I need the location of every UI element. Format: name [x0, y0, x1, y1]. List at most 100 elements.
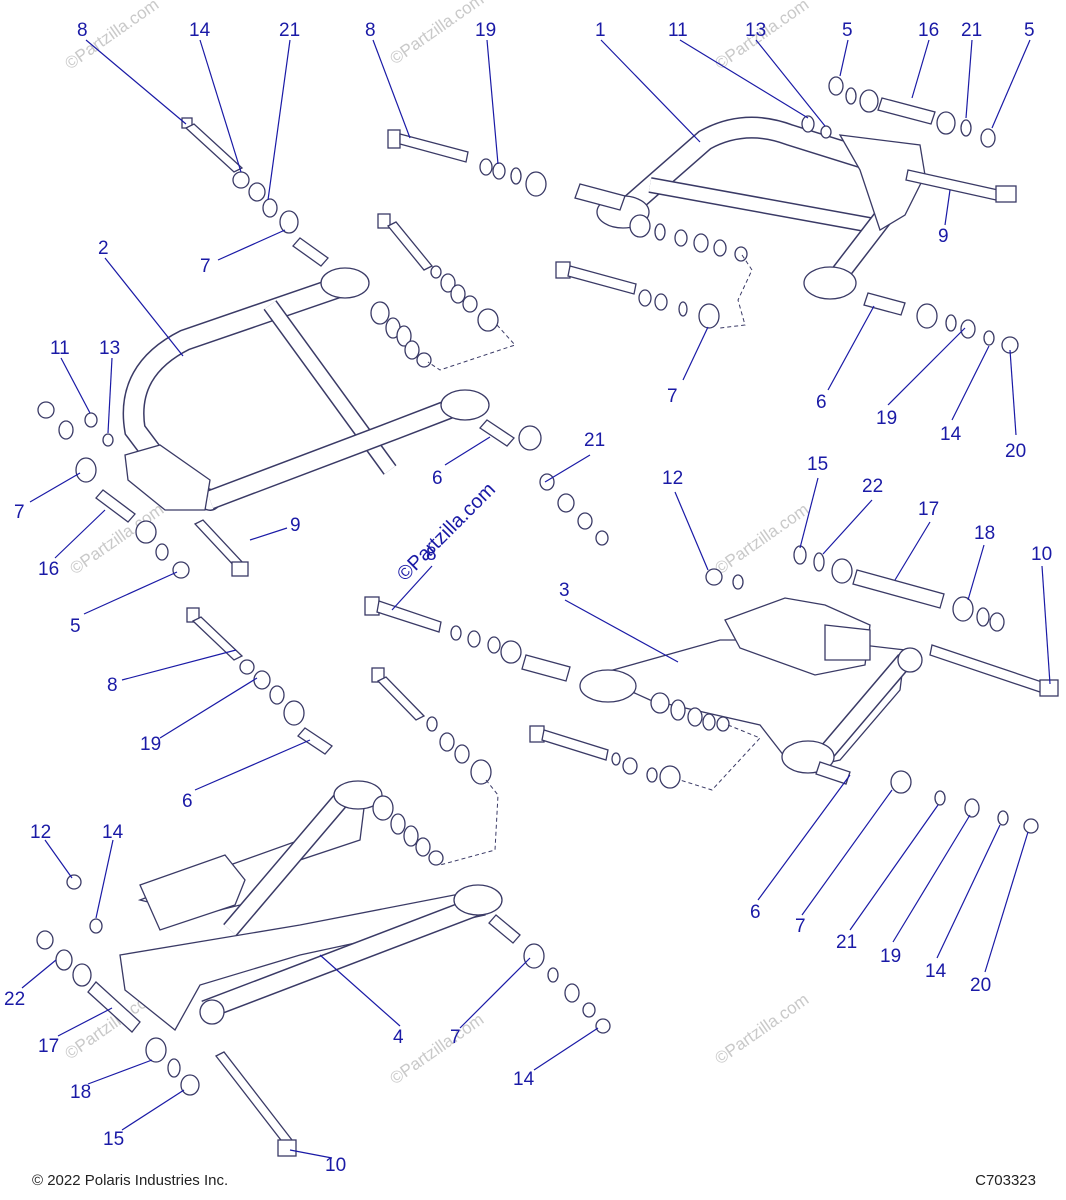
callout-10-right: 10 — [1031, 544, 1052, 565]
callout-7-lower-right: 7 — [795, 916, 806, 937]
leader-lines — [21, 39, 1051, 1159]
sleeve-16-left — [95, 489, 136, 523]
bolt-10-right — [929, 644, 1059, 697]
middle-right-a-arm — [579, 597, 923, 774]
callout-6-upper-right: 6 — [816, 392, 827, 413]
callout-7-left: 7 — [14, 502, 25, 523]
drawing-number: C703323 — [975, 1172, 1036, 1189]
callout-17-middle: 17 — [918, 499, 939, 520]
washers — [36, 76, 1039, 1096]
callout-6-lower-right: 6 — [750, 902, 761, 923]
sleeve-arm3 — [521, 654, 571, 682]
sleeve-6-left — [479, 419, 515, 447]
callout-8-top: 8 — [365, 20, 376, 41]
callout-16-top: 16 — [918, 20, 939, 41]
callout-18-lower: 18 — [70, 1082, 91, 1103]
watermark-8: ©Partzilla.com — [711, 990, 812, 1069]
sleeve-upper — [574, 183, 626, 211]
callout-19-upper-right: 19 — [876, 408, 897, 429]
callout-6-upper-left: 6 — [432, 468, 443, 489]
callout-4: 4 — [393, 1027, 404, 1048]
callout-9-right: 9 — [938, 226, 949, 247]
callout-5-top: 5 — [842, 20, 853, 41]
centerline-3 — [679, 724, 761, 791]
callout-1: 1 — [595, 20, 606, 41]
callout-7-upper-right: 7 — [667, 386, 678, 407]
callout-16-left: 16 — [38, 559, 59, 580]
callout-14-lower-left: 14 — [102, 822, 124, 843]
bolt-arm3-lower — [529, 725, 609, 761]
callout-8-lower: 8 — [107, 675, 118, 696]
callout-20-lower-right: 20 — [970, 975, 991, 996]
callout-14-lower: 14 — [513, 1069, 535, 1090]
bolt-arm3-8 — [364, 596, 442, 633]
callout-11-left: 11 — [50, 338, 70, 359]
callout-7-lower: 7 — [450, 1027, 461, 1048]
callout-19-lower-right: 19 — [880, 946, 901, 967]
callout-17-lower: 17 — [38, 1036, 59, 1057]
callout-15-lower: 15 — [103, 1129, 124, 1150]
callout-19-top: 19 — [475, 20, 496, 41]
callout-21-top-right: 21 — [961, 20, 982, 41]
callout-11-top: 11 — [668, 20, 688, 41]
bolt-10-bottom — [215, 1051, 297, 1157]
upper-right-a-arm — [596, 116, 926, 300]
sleeve-16-right — [877, 97, 936, 125]
callout-3: 3 — [559, 580, 570, 601]
callout-15-middle: 15 — [807, 454, 828, 475]
callout-14-lower-right: 14 — [925, 961, 947, 982]
bolt-upper-right-8 — [387, 129, 469, 163]
centerline-1 — [719, 254, 753, 329]
callout-22-middle: 22 — [862, 476, 883, 497]
centerline-4 — [439, 779, 499, 866]
bolt-9-right — [905, 169, 1017, 203]
centerline-2 — [427, 324, 516, 371]
watermark-5: ©Partzilla.com — [711, 500, 812, 579]
sleeve-7-left — [292, 237, 329, 267]
callout-20-upper-right: 20 — [1005, 441, 1026, 462]
callout-14-top-left: 14 — [189, 20, 211, 41]
callout-2: 2 — [98, 238, 109, 259]
callout-12-middle: 12 — [662, 468, 683, 489]
upper-left-a-arm — [122, 267, 490, 511]
callout-21-lower-right: 21 — [836, 932, 857, 953]
sleeve-6-arm3 — [815, 761, 851, 785]
sleeve-6-arm4 — [297, 727, 333, 755]
bolt-arm4-8 — [186, 607, 244, 661]
watermark-2: ©Partzilla.com — [386, 0, 487, 68]
bolt-9-left — [193, 519, 249, 577]
sleeve-arm4-right — [488, 914, 521, 944]
bolt-upper-left — [181, 117, 244, 173]
sleeve-6-right — [863, 292, 906, 316]
callout-10-bottom: 10 — [325, 1155, 346, 1176]
sleeve-17-left — [87, 981, 141, 1033]
hardware — [36, 76, 1059, 1157]
callout-9-left: 9 — [290, 515, 301, 536]
lower-left-a-arm — [119, 780, 503, 1031]
copyright-text: © 2022 Polaris Industries Inc. — [32, 1172, 229, 1189]
callout-14-upper-right: 14 — [940, 424, 962, 445]
callout-22-lower: 22 — [4, 989, 25, 1010]
callout-13-left: 13 — [99, 338, 120, 359]
bolt-lower-1 — [555, 261, 637, 295]
callout-19-lower: 19 — [140, 734, 161, 755]
watermark-center: ©Partzilla.com — [393, 479, 500, 586]
callout-13-top: 13 — [745, 20, 766, 41]
bolt-arm4-mid — [371, 667, 426, 721]
bolt-mid — [377, 213, 434, 271]
callout-21-middle: 21 — [584, 430, 605, 451]
callout-8-middle: 8 — [426, 544, 437, 565]
sleeve-17-right — [852, 569, 945, 609]
watermark-7: ©Partzilla.com — [386, 1010, 487, 1089]
callout-21-top-left: 21 — [279, 20, 300, 41]
callout-8-top-left: 8 — [77, 20, 88, 41]
callout-12-lower: 12 — [30, 822, 51, 843]
callout-18-middle: 18 — [974, 523, 995, 544]
callout-5-left: 5 — [70, 616, 81, 637]
callout-5-top-right: 5 — [1024, 20, 1035, 41]
callout-7-upper-left: 7 — [200, 256, 211, 277]
callout-labels: 8 14 21 8 19 1 11 13 5 16 21 5 9 2 7 11 … — [4, 20, 1052, 1176]
callout-6-lower: 6 — [182, 791, 193, 812]
